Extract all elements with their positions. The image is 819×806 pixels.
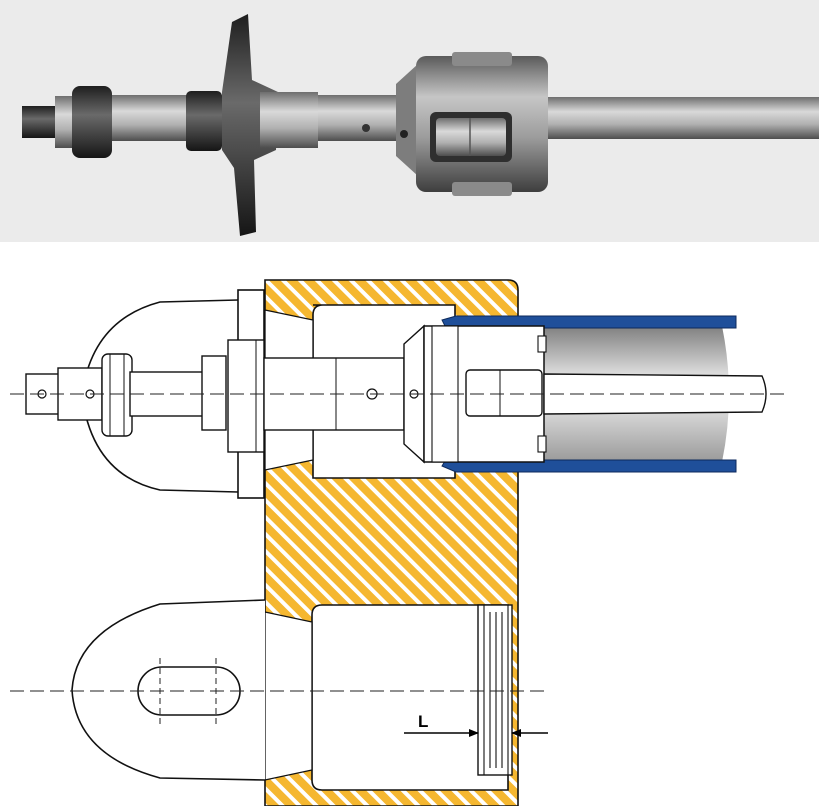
tool-photo	[0, 0, 819, 242]
photo-roller	[436, 118, 506, 156]
photo-cage-screw	[400, 130, 408, 138]
photo-cage-taper	[396, 64, 418, 176]
lower-cavity	[311, 604, 509, 791]
photo-shaft-hole	[362, 124, 370, 132]
dimension-l: L	[404, 712, 548, 737]
photo-cage-bottom-slot	[452, 182, 512, 196]
photo-handle	[222, 14, 278, 236]
bore-groove-band	[477, 604, 513, 776]
roller	[465, 369, 543, 417]
dimension-label-l: L	[418, 712, 428, 731]
lower-left-opening	[264, 611, 313, 781]
thrust-nut	[201, 355, 227, 431]
photo-collar	[260, 92, 318, 148]
cage-stud-bottom	[537, 435, 547, 453]
bore-grooves	[477, 604, 513, 776]
cross-section-drawing: L	[10, 279, 790, 806]
thrust-flange	[227, 339, 265, 453]
photo-mandrel	[540, 97, 819, 139]
photo-nut	[72, 86, 112, 158]
photo-cage-top-slot	[452, 52, 512, 66]
cage-stud-top	[537, 335, 547, 353]
locking-nut	[101, 353, 133, 437]
photo-thrust-collar	[186, 91, 222, 151]
